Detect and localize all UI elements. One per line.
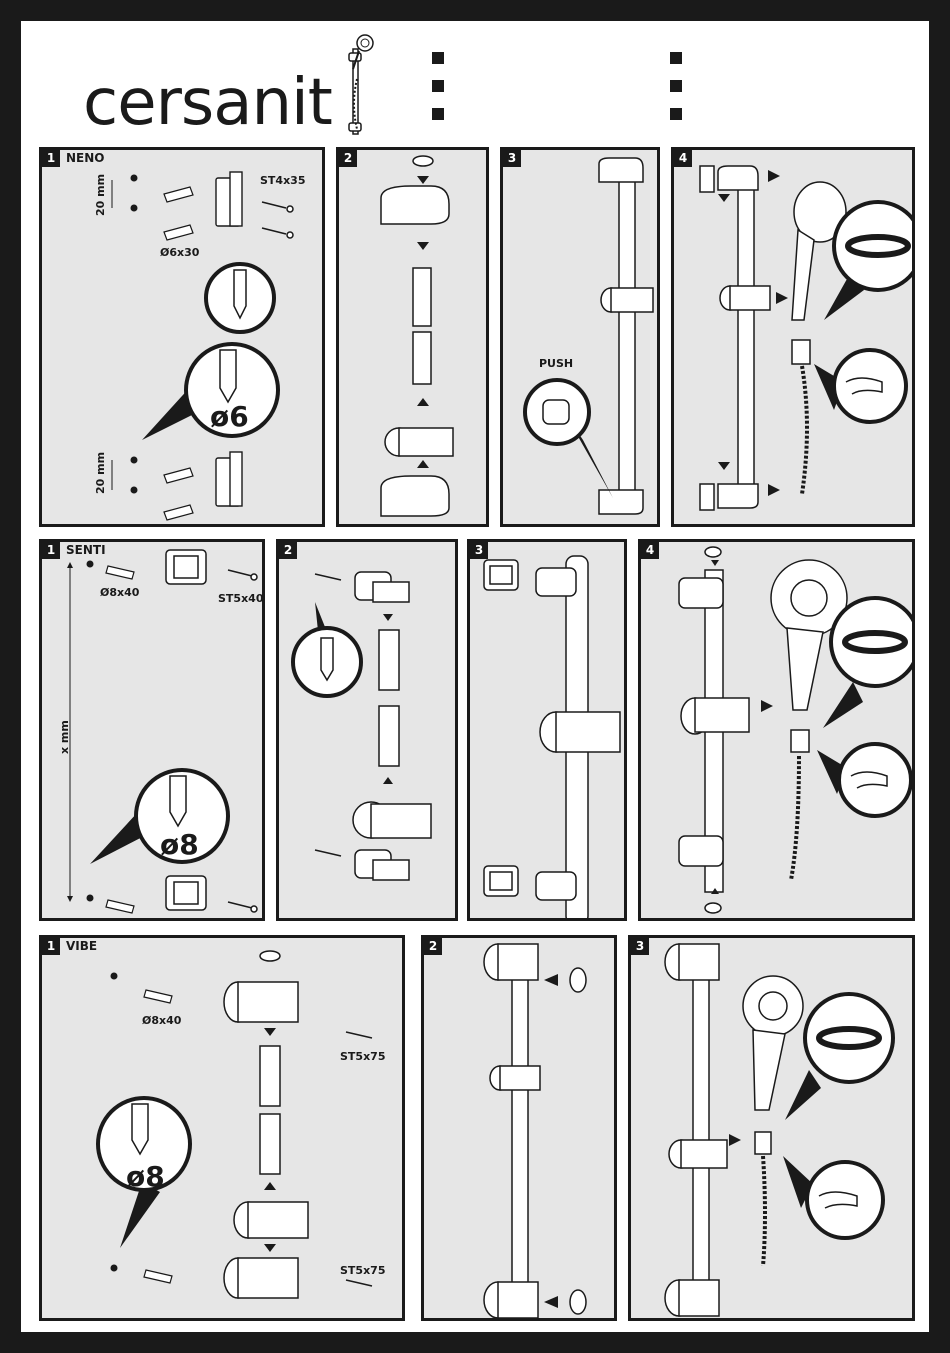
bullet-square	[432, 80, 444, 92]
neno-slide-bar-illustration	[503, 150, 660, 527]
senti-hand-shower-illustration	[641, 542, 915, 921]
neno-assembly-illustration	[339, 150, 489, 527]
vibe-mounting-illustration	[42, 938, 405, 1321]
vibe-step-2-panel: 2	[421, 935, 617, 1321]
senti-slide-bar-illustration	[470, 542, 627, 921]
hand-detail	[834, 350, 906, 422]
drill-size-label: ø6	[210, 400, 249, 433]
shower-set-thumbnail	[329, 29, 379, 139]
neno-hand-shower-illustration	[674, 150, 915, 527]
neno-step-4-panel: 4	[671, 147, 915, 527]
drill-size-label: ø8	[160, 828, 199, 861]
dowel	[164, 187, 193, 520]
neno-step-3-panel: 3 PUSH	[500, 147, 660, 527]
wall-bracket	[216, 172, 242, 506]
vibe-hand-shower-illustration	[631, 938, 915, 1321]
vibe-slide-bar-illustration	[424, 938, 617, 1321]
hand-detail	[807, 1162, 883, 1238]
bullet-square	[670, 108, 682, 120]
senti-step-2-panel: 2	[276, 539, 458, 921]
senti-mounting-illustration	[42, 542, 265, 921]
bullet-square	[432, 52, 444, 64]
bullet-square	[670, 52, 682, 64]
drill-size-label: ø8	[126, 1160, 165, 1193]
senti-assembly-illustration	[279, 542, 458, 921]
neno-step-2-panel: 2	[336, 147, 489, 527]
vibe-step-1-panel: 1 VIBE Ø8x40 ST5x75 ST5x75	[39, 935, 405, 1321]
neno-mounting-illustration	[42, 150, 325, 527]
senti-step-4-panel: 4	[638, 539, 915, 921]
cersanit-logo: cersanit	[83, 71, 332, 135]
senti-step-3-panel: 3	[467, 539, 627, 921]
vibe-step-3-panel: 3	[628, 935, 915, 1321]
neno-step-1-panel: 1 NENO 20 mm 20 mm ST4x35 Ø6x30	[39, 147, 325, 527]
senti-step-1-panel: 1 SENTI Ø8x40 ST5x40 x mm ø8	[39, 539, 265, 921]
hand-detail	[839, 744, 911, 816]
instruction-sheet: cersanit 1 NENO 20 mm 20 mm ST4x35 Ø6x30	[21, 21, 929, 1332]
bullet-square	[670, 80, 682, 92]
bullet-square	[432, 108, 444, 120]
